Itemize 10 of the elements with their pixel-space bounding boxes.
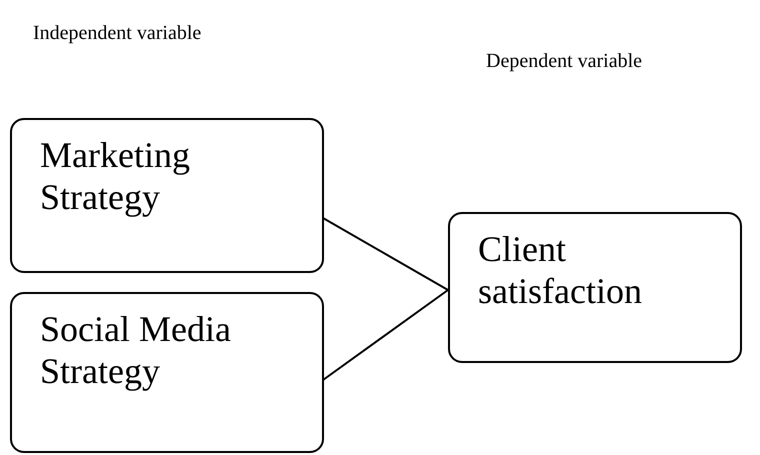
connector-line — [322, 289, 449, 381]
process-box — [10, 118, 324, 273]
process-box — [448, 212, 742, 363]
process-box — [10, 292, 324, 453]
variable-heading: Dependent variable — [486, 50, 642, 73]
box-label: Client satisfaction — [478, 228, 643, 312]
box-label: Social Media Strategy — [40, 308, 232, 392]
box-label: Marketing Strategy — [40, 134, 191, 218]
variable-heading: Independent variable — [33, 22, 202, 45]
connector-line — [322, 217, 448, 291]
